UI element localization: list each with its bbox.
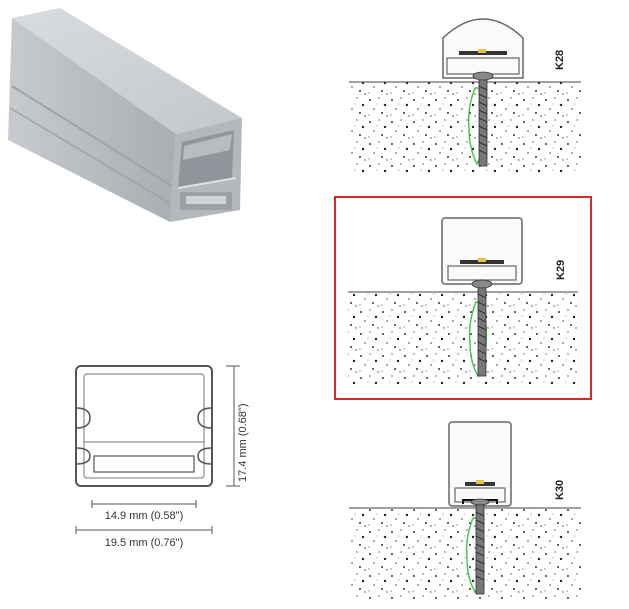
height-dimension-label: 17.4 mm (0.68"): [237, 404, 249, 483]
profile-3d-render: [0, 0, 290, 300]
outer-width-dimension-label: 19.5 mm (0.76"): [105, 537, 184, 549]
cross-section-drawing: 17.4 mm (0.68") 14.9 mm (0.58") 19.5 mm …: [40, 350, 290, 560]
screw-icon: [468, 279, 493, 378]
screw-icon: [465, 498, 490, 595]
variant-k29-panel[interactable]: K29: [334, 196, 592, 400]
screw-icon: [467, 71, 494, 167]
variant-k28-panel: K28: [345, 8, 595, 180]
profile-outline: [75, 365, 213, 487]
variant-k29-label: K29: [555, 260, 567, 280]
variant-k28-label: K28: [554, 50, 566, 70]
variant-k30-panel: K30: [345, 418, 595, 604]
inner-width-dimension-label: 14.9 mm (0.58"): [105, 510, 184, 522]
variant-k30-label: K30: [554, 480, 566, 500]
